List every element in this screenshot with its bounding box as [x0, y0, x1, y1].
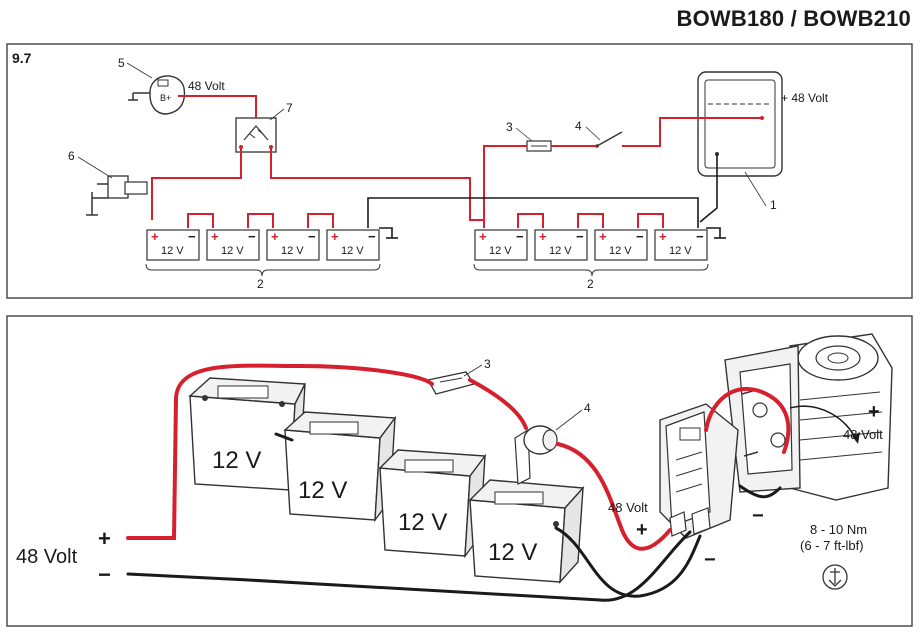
controller-voltage-label: + 48 Volt — [781, 91, 829, 105]
svg-text:+: + — [211, 229, 219, 244]
svg-text:+: + — [271, 229, 279, 244]
schematic-battery-voltage: 12 V — [221, 245, 244, 257]
schematic-battery: + − 12 V — [266, 229, 320, 261]
schematic-battery: + − 12 V — [474, 229, 528, 261]
torque-wrench-icon — [822, 564, 848, 590]
svg-text:−: − — [576, 229, 584, 244]
main-switch — [595, 131, 623, 148]
schematic-battery-voltage: 12 V — [161, 245, 184, 257]
negative-cables — [126, 432, 782, 602]
battery: 12 V — [468, 479, 585, 584]
bracket-left — [145, 263, 381, 277]
battery: 12 V — [283, 411, 397, 523]
negative-wiring — [367, 154, 726, 239]
schematic-panel — [6, 43, 913, 299]
callout-2-left: 2 — [257, 277, 264, 291]
callout-3: 3 — [506, 120, 513, 134]
supply-minus-sign: − — [98, 562, 111, 587]
thruster-controller — [659, 403, 739, 539]
callout-1: 1 — [770, 198, 777, 212]
svg-text:+: + — [151, 229, 159, 244]
schematic-battery-voltage: 12 V — [549, 245, 572, 257]
schematic-battery: + − 12 V — [206, 229, 260, 261]
starter-motor — [86, 175, 148, 216]
thruster-motor — [724, 333, 893, 501]
battery-voltage: 12 V — [298, 477, 347, 504]
torque-ftlbf-label: (6 - 7 ft-lbf) — [800, 538, 864, 553]
battery-bank: 12 V 12 V 12 V 12 V — [188, 377, 585, 584]
alternator: B+ — [128, 75, 186, 115]
battery-voltage: 12 V — [398, 509, 447, 536]
svg-text:+: + — [599, 229, 607, 244]
svg-text:+: + — [331, 229, 339, 244]
positive-wiring — [151, 95, 762, 228]
supply-plus-sign: + — [98, 526, 111, 551]
callout-4: 4 — [575, 119, 582, 133]
battery: 12 V — [378, 449, 487, 559]
callout-5: 5 — [118, 56, 125, 70]
positive-cables — [126, 363, 791, 551]
schematic-battery-voltage: 12 V — [281, 245, 304, 257]
schematic-battery: + − 12 V — [594, 229, 648, 261]
controller-voltage-label: 48 Volt — [608, 500, 648, 515]
schematic-battery: + − 12 V — [534, 229, 588, 261]
controller-minus-sign: − — [704, 549, 716, 571]
svg-text:−: − — [368, 229, 376, 244]
svg-text:−: − — [188, 229, 196, 244]
motor-minus-sign: − — [752, 505, 764, 527]
torque-nm-label: 8 - 10 Nm — [810, 522, 867, 537]
illustration-panel — [6, 315, 913, 627]
svg-text:+: + — [659, 229, 667, 244]
fuse-holder — [426, 371, 476, 395]
schematic-battery-bank-right: + − 12 V + − 12 V + − 12 V + − 12 V — [474, 229, 708, 261]
schematic-battery-bank-left: + − 12 V + − 12 V + − 12 V + − 12 V — [146, 229, 380, 261]
svg-text:−: − — [516, 229, 524, 244]
battery-voltage: 12 V — [488, 539, 537, 566]
svg-text:+: + — [539, 229, 547, 244]
section-number: 9.7 — [12, 50, 32, 66]
callout-6: 6 — [68, 149, 75, 163]
alternator-voltage-label: 48 Volt — [188, 79, 225, 93]
battery-voltage: 12 V — [212, 447, 261, 474]
schematic-battery-voltage: 12 V — [609, 245, 632, 257]
schematic-battery: + − 12 V — [654, 229, 708, 261]
callout-2-right: 2 — [587, 277, 594, 291]
page-header: BOWB180 / BOWB210 — [676, 6, 911, 31]
svg-text:−: − — [696, 229, 704, 244]
callout-4-illustration: 4 — [584, 401, 591, 415]
svg-text:−: − — [636, 229, 644, 244]
callout-7: 7 — [286, 101, 293, 115]
bracket-right — [473, 263, 709, 277]
isolation-switch — [514, 425, 558, 485]
schematic-battery-voltage: 12 V — [341, 245, 364, 257]
schematic-battery: + − 12 V — [146, 229, 200, 261]
supply-voltage-label: 48 Volt — [16, 546, 78, 568]
schematic-battery-voltage: 12 V — [489, 245, 512, 257]
alternator-b-plus-label: B+ — [160, 93, 171, 103]
svg-text:−: − — [308, 229, 316, 244]
svg-text:+: + — [479, 229, 487, 244]
motor-voltage-label: 48 Volt — [843, 427, 883, 442]
controller-box — [697, 71, 783, 177]
diode-bridge — [235, 117, 277, 153]
controller-plus-sign: + — [636, 519, 648, 541]
svg-text:−: − — [248, 229, 256, 244]
schematic-battery-voltage: 12 V — [669, 245, 692, 257]
motor-plus-arrow — [789, 405, 857, 441]
motor-plus-sign: + — [868, 401, 880, 423]
callout-3-illustration: 3 — [484, 357, 491, 371]
schematic-battery: + − 12 V — [326, 229, 380, 261]
